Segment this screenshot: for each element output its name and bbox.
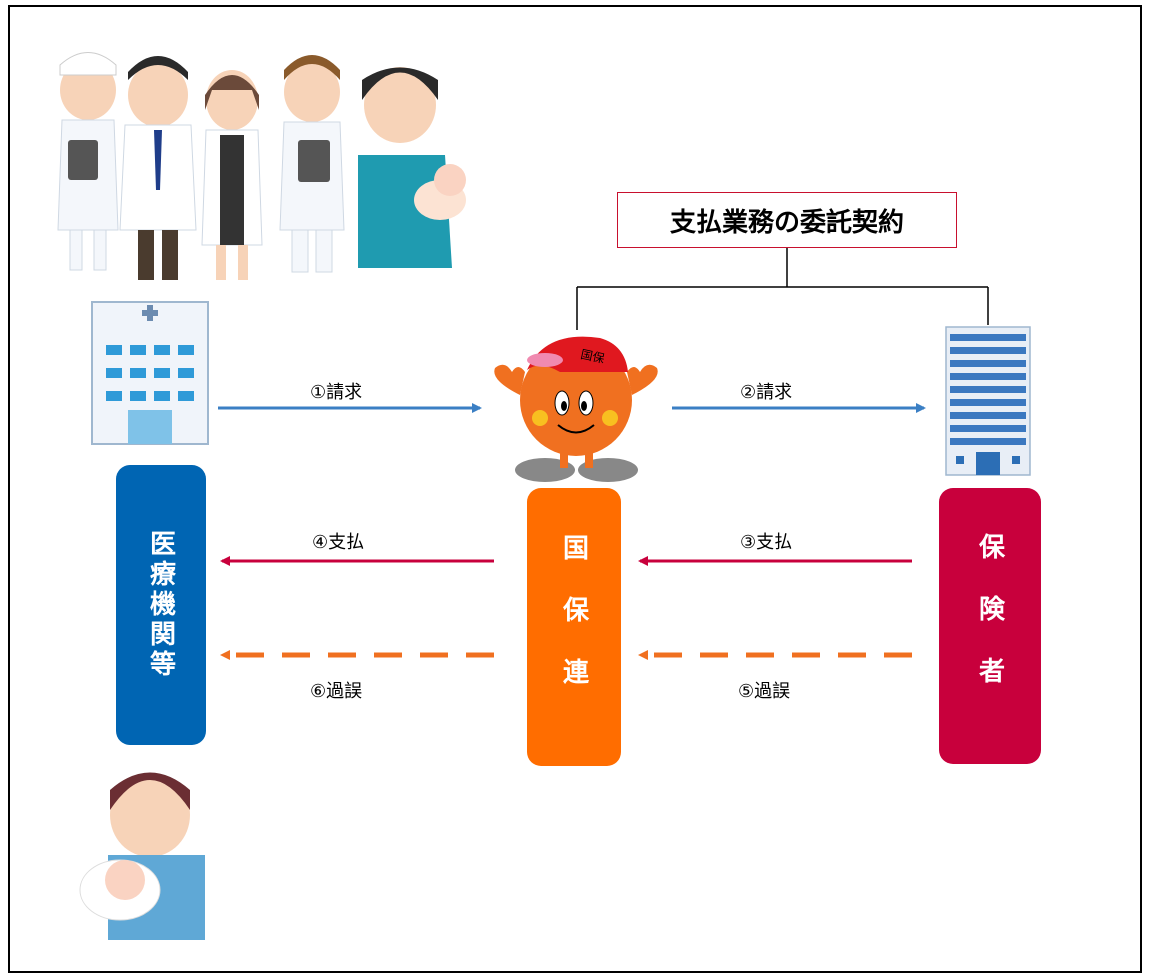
mascot-cap-text: 国保: [579, 347, 605, 366]
doctor-figure: [119, 56, 197, 280]
contract-title: 支払業務の委託契約: [669, 207, 904, 238]
flow-label-2: ②請求: [740, 382, 793, 403]
nurse-figure: [57, 52, 119, 271]
hospital-building-icon: [91, 301, 209, 445]
flow-label-3: ③支払: [740, 532, 793, 553]
contract-bracket: [576, 248, 989, 330]
insurer-label: 保険者: [974, 533, 1005, 719]
diagram-frame: [8, 5, 1142, 973]
kokuhoren-node: 国保連: [527, 488, 621, 766]
mother-with-baby-figure: [358, 67, 466, 268]
medical-staff-illustration: [57, 52, 466, 280]
mother-holding-baby-illustration: [79, 772, 205, 940]
male-nurse-figure: [279, 55, 345, 273]
female-doctor-figure: [201, 70, 263, 280]
kokuhoren-label: 国保連: [558, 534, 589, 720]
flow-label-6: ⑥過誤: [310, 681, 363, 702]
medical-institution-node: 医療機関等: [116, 465, 206, 745]
kokuhoren-mascot-icon: 国保: [494, 336, 658, 482]
medical-institution-label: 医療機関等: [145, 530, 176, 680]
office-building-icon: [945, 326, 1031, 476]
contract-title-box: 支払業務の委託契約: [617, 192, 957, 248]
flow-label-5: ⑤過誤: [738, 681, 791, 702]
insurer-node: 保険者: [939, 488, 1041, 764]
flow-label-1: ①請求: [310, 382, 363, 403]
flow-label-4: ④支払: [312, 532, 365, 553]
